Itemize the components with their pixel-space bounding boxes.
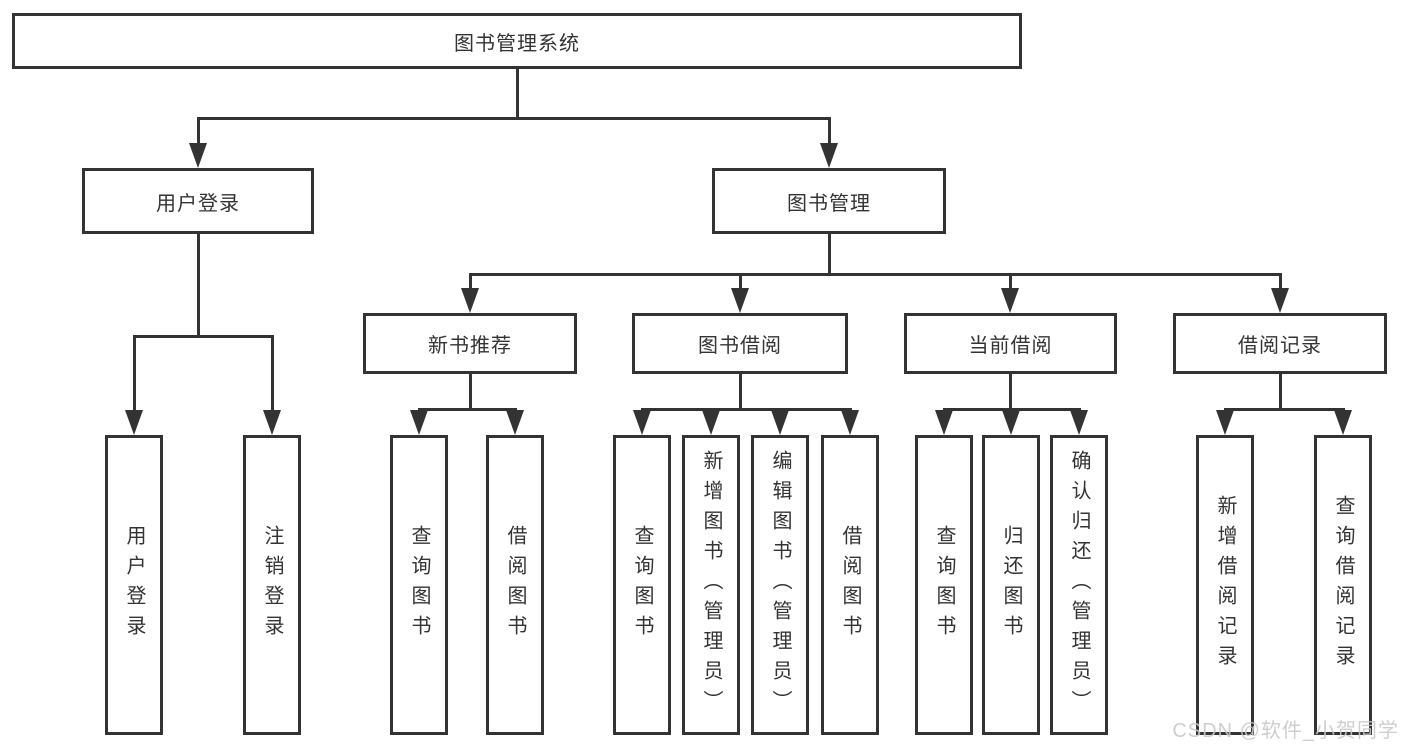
arrow-down-icon xyxy=(461,288,479,313)
connector-line xyxy=(738,274,742,293)
arrow-down-icon xyxy=(263,410,281,435)
leaf-bb-edit-books-admin: 编辑图书（管理员） xyxy=(751,435,809,735)
leaf-cb-return-books-label: 归还图书 xyxy=(1000,525,1022,645)
arrow-down-icon xyxy=(506,410,524,435)
connector-line xyxy=(1278,274,1282,293)
node-library-system-label: 图书管理系统 xyxy=(454,32,580,55)
connector-line xyxy=(132,334,274,338)
connector-line xyxy=(827,118,831,148)
arrow-down-icon xyxy=(125,410,143,435)
connector-line xyxy=(468,274,472,293)
connector-line xyxy=(417,407,517,411)
leaf-nb-borrow-books: 借阅图书 xyxy=(486,435,544,735)
arrow-down-icon xyxy=(731,288,749,313)
connector-line xyxy=(515,69,519,118)
arrow-down-icon xyxy=(633,410,651,435)
connector-line xyxy=(827,234,831,274)
connector-line xyxy=(1008,374,1012,409)
leaf-br-query-record: 查询借阅记录 xyxy=(1314,435,1372,735)
leaf-user-login-label: 用户登录 xyxy=(123,525,145,645)
leaf-br-query-record-label: 查询借阅记录 xyxy=(1332,495,1354,675)
connector-line xyxy=(640,407,852,411)
node-book-management-label: 图书管理 xyxy=(787,192,871,215)
leaf-br-add-record-label: 新增借阅记录 xyxy=(1214,495,1236,675)
connector-line xyxy=(270,336,274,415)
arrow-down-icon xyxy=(1002,410,1020,435)
leaf-logout: 注销登录 xyxy=(243,435,301,735)
connector-line xyxy=(196,234,200,336)
leaf-bb-add-books-admin-label: 新增图书（管理员） xyxy=(700,450,722,720)
leaf-nb-query-books-label: 查询图书 xyxy=(408,525,430,645)
connector-line xyxy=(196,118,200,148)
leaf-cb-confirm-return-admin: 确认归还（管理员） xyxy=(1050,435,1108,735)
leaf-br-add-record: 新增借阅记录 xyxy=(1196,435,1254,735)
node-user-login-label: 用户登录 xyxy=(156,192,240,215)
arrow-down-icon xyxy=(771,410,789,435)
node-borrow-record-label: 借阅记录 xyxy=(1238,335,1322,357)
leaf-bb-borrow-books: 借阅图书 xyxy=(821,435,879,735)
leaf-bb-edit-books-admin-label: 编辑图书（管理员） xyxy=(769,450,791,720)
leaf-cb-query-books-label: 查询图书 xyxy=(933,525,955,645)
node-library-system: 图书管理系统 xyxy=(12,13,1022,69)
arrow-down-icon xyxy=(1271,288,1289,313)
leaf-bb-borrow-books-label: 借阅图书 xyxy=(839,525,861,645)
leaf-cb-confirm-return-admin-label: 确认归还（管理员） xyxy=(1068,450,1090,720)
connector-line xyxy=(1223,407,1345,411)
connector-line xyxy=(1278,374,1282,409)
arrow-down-icon xyxy=(410,410,428,435)
leaf-bb-query-books: 查询图书 xyxy=(613,435,671,735)
connector-line xyxy=(196,116,831,120)
node-current-borrow: 当前借阅 xyxy=(904,313,1117,374)
leaf-nb-query-books: 查询图书 xyxy=(390,435,448,735)
leaf-bb-add-books-admin: 新增图书（管理员） xyxy=(682,435,740,735)
node-book-borrow: 图书借阅 xyxy=(632,313,848,374)
leaf-cb-return-books: 归还图书 xyxy=(982,435,1040,735)
connector-line xyxy=(468,374,472,409)
arrow-down-icon xyxy=(935,410,953,435)
leaf-cb-query-books: 查询图书 xyxy=(915,435,973,735)
connector-line xyxy=(132,336,136,415)
node-book-management: 图书管理 xyxy=(712,168,946,234)
arrow-down-icon xyxy=(1334,410,1352,435)
node-new-book-recommend-label: 新书推荐 xyxy=(428,335,512,357)
arrow-down-icon xyxy=(189,143,207,168)
leaf-nb-borrow-books-label: 借阅图书 xyxy=(504,525,526,645)
arrow-down-icon xyxy=(820,143,838,168)
node-new-book-recommend: 新书推荐 xyxy=(363,313,577,374)
csdn-watermark: CSDN @软件_小贺同学 xyxy=(1172,720,1399,742)
arrow-down-icon xyxy=(1070,410,1088,435)
connector-line xyxy=(738,374,742,409)
connector-line xyxy=(468,272,1282,276)
node-borrow-record: 借阅记录 xyxy=(1173,313,1387,374)
arrow-down-icon xyxy=(702,410,720,435)
leaf-user-login: 用户登录 xyxy=(105,435,163,735)
arrow-down-icon xyxy=(1216,410,1234,435)
node-book-borrow-label: 图书借阅 xyxy=(698,335,782,357)
node-user-login: 用户登录 xyxy=(82,168,314,234)
leaf-logout-label: 注销登录 xyxy=(261,525,283,645)
node-current-borrow-label: 当前借阅 xyxy=(968,335,1053,357)
connector-line xyxy=(1008,274,1012,293)
leaf-bb-query-books-label: 查询图书 xyxy=(631,525,653,645)
arrow-down-icon xyxy=(1001,288,1019,313)
arrow-down-icon xyxy=(841,410,859,435)
